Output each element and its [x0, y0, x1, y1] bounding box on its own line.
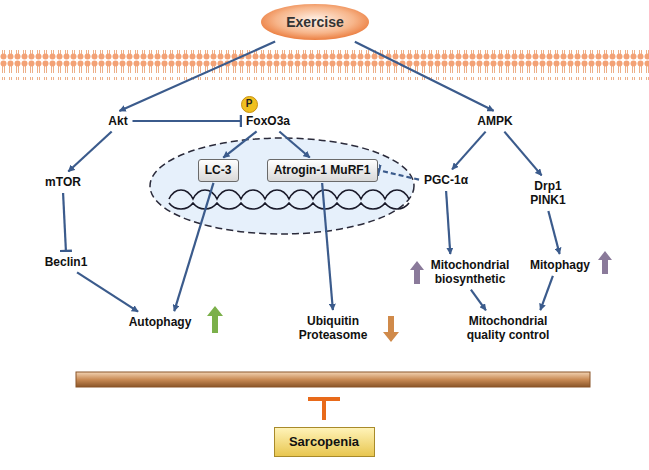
protein-label: FoxO3a — [243, 112, 294, 131]
node-text: Mitochondrial quality control — [458, 314, 558, 343]
node-text: PGC-1α — [424, 173, 468, 187]
node-text: AMPK — [477, 114, 512, 128]
arrow-connector — [77, 272, 138, 311]
node-text: Autophagy — [129, 315, 192, 329]
node-text: LC-3 — [205, 163, 232, 177]
node-text: Exercise — [286, 14, 344, 31]
protein-label: Akt — [105, 112, 131, 131]
phospho-circle: P — [241, 96, 258, 113]
arrow-connector — [540, 276, 553, 310]
node-text: FoxO3a — [246, 114, 290, 128]
nucleus-outline — [149, 137, 415, 235]
process-label: Mitophagy — [527, 256, 593, 275]
trend-arrows — [207, 251, 612, 342]
node-text: Drp1 PINK1 — [524, 179, 572, 208]
process-label: Ubiquitin Proteasome — [288, 312, 378, 345]
arrow-connector — [355, 42, 494, 111]
node-text: mTOR — [45, 175, 81, 189]
outcome-box: Sarcopenia — [274, 427, 375, 457]
protein-label: PGC-1α — [421, 171, 472, 190]
node-text: Akt — [108, 114, 127, 128]
process-label: Mitochondrial biosynthetic — [421, 256, 519, 289]
node-text: Mitochondrial biosynthetic — [424, 258, 516, 287]
balance-bar — [76, 372, 590, 387]
node-text: Ubiquitin Proteasome — [291, 314, 375, 343]
protein-label: AMPK — [474, 112, 516, 131]
arrow-connector — [446, 191, 450, 254]
cell-membrane — [0, 50, 649, 80]
inhibition-connector — [63, 193, 66, 251]
arrow-connector — [548, 211, 559, 254]
protein-label: mTOR — [42, 173, 84, 192]
arrow-connector — [471, 290, 486, 311]
arrow-connector — [68, 132, 111, 172]
inhibit-sarcopenia — [308, 399, 340, 420]
process-label: Mitochondrial quality control — [455, 312, 561, 345]
stimulus-ellipse: Exercise — [260, 3, 370, 41]
node-text: Beclin1 — [45, 255, 88, 269]
nucleus-ellipse: LC-3 Atrogin-1 MuRF1 — [149, 137, 415, 235]
node-text: Atrogin-1 MuRF1 — [274, 163, 371, 177]
arrow-connector — [119, 42, 275, 111]
node-text: Mitophagy — [530, 258, 590, 272]
inhibition-connector — [133, 120, 242, 122]
protein-label: Drp1 PINK1 — [521, 177, 575, 210]
gene-box: LC-3 — [198, 159, 239, 182]
gene-box: Atrogin-1 MuRF1 — [267, 159, 378, 182]
node-text: Sarcopenia — [289, 434, 359, 450]
arrow-connector — [504, 132, 541, 176]
process-label: Autophagy — [126, 313, 195, 332]
arrow-connector — [452, 132, 486, 170]
node-text: P — [246, 99, 253, 109]
protein-label: Beclin1 — [42, 253, 91, 272]
